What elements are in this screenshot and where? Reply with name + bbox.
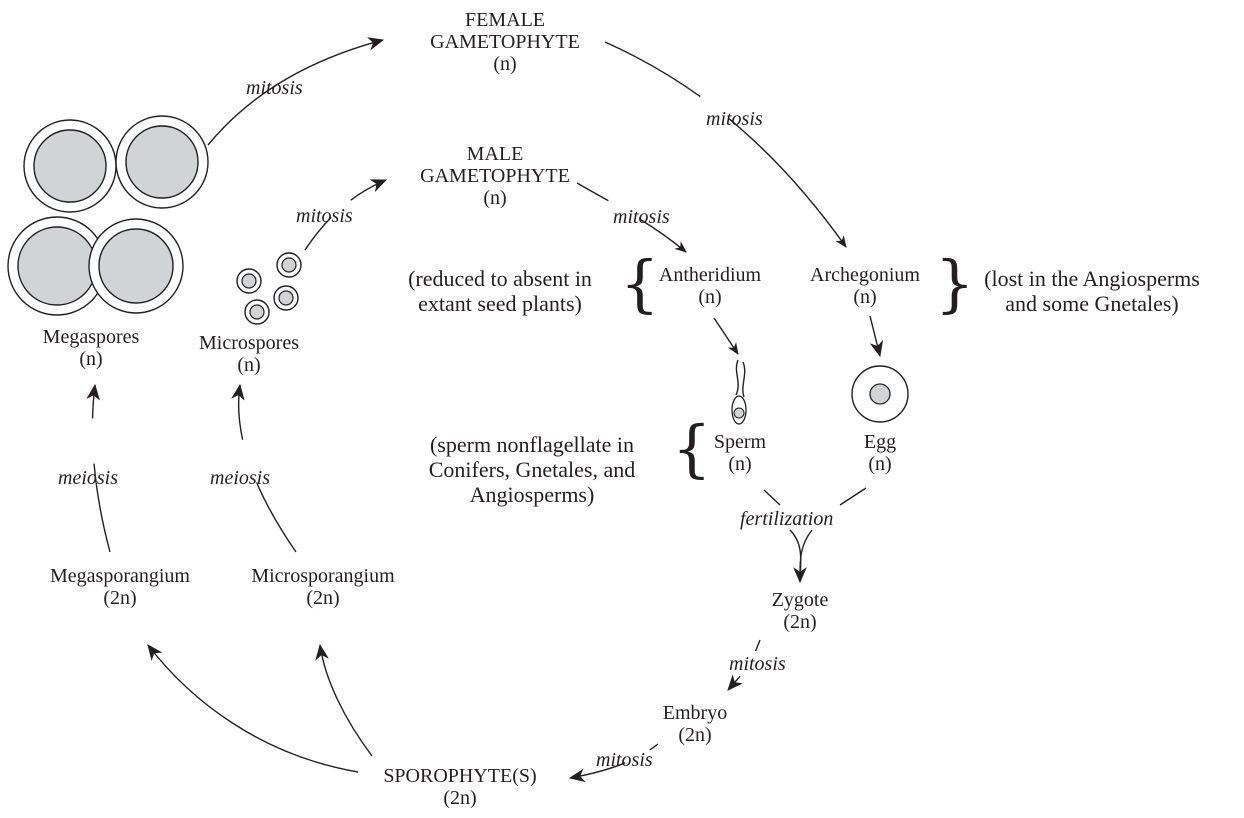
arrow-sporophyte-to-megasporangium [147,644,359,773]
microspores-label: Microspores (n) [199,332,299,376]
male-gametophyte-label: MALE GAMETOPHYTE (n) [420,143,570,209]
meiosis-label-microsporangium: meiosis [210,467,270,489]
sporophyte-label: SPOROPHYTE(S) (2n) [383,765,537,809]
archegonium-note-brace: } [935,247,975,320]
cycle-arrows [86,37,884,783]
female-gametophyte-label: FEMALE GAMETOPHYTE (n) [430,9,580,75]
arrow-embryo-to-sporophyte [568,743,659,783]
megasporangium-label: Megasporangium (2n) [50,565,190,609]
egg-label: Egg (n) [863,431,897,475]
mitosis-label-microspores: mitosis [296,205,353,227]
mitosis-label-embryo: mitosis [596,749,653,771]
arrow-microspores-to-male-gametophyte [304,179,388,251]
zygote-label: Zygote (2n) [771,589,829,633]
mitosis-label-male-gametophyte: mitosis [613,206,670,228]
arrow-megaspores-to-female-gametophyte [207,37,385,146]
sperm-note: (sperm nonflagellate in Conifers, Gnetal… [428,432,636,507]
antheridium-note: (reduced to absent in extant seed plants… [408,266,592,316]
fertilization-line-sperm [763,489,781,506]
arrow-female-gametophyte-to-archegonium [604,41,847,248]
embryo-label: Embryo (2n) [662,702,728,746]
megaspores-label: Megaspores (n) [42,326,140,370]
arrow-megasporangium-to-megaspores [86,383,111,553]
megaspore-tetrad [7,115,209,316]
archegonium-label: Archegonium (n) [810,264,920,308]
arrow-sporophyte-to-microsporangium [315,643,373,757]
fertilization-line-egg [839,487,867,506]
fertilization-label: fertilization [740,508,834,530]
archegonium-note: (lost in the Angiosperms and some Gnetal… [984,266,1200,316]
arrow-antheridium-to-sperm [713,317,739,355]
egg-cell-drawing [851,365,909,423]
mitosis-label-zygote: mitosis [729,653,786,675]
arrow-zygote-to-embryo [727,639,761,691]
meiosis-label-megasporangium: meiosis [58,467,118,489]
arrow-microsporangium-to-microspores [231,383,297,553]
antheridium-note-brace: { [620,247,660,320]
arrow-archegonium-to-egg [869,315,884,358]
arrow-fertilization-to-zygote [789,529,807,584]
antheridium-label: Antheridium (n) [658,264,762,308]
microsporangium-label: Microsporangium (2n) [251,565,395,609]
mitosis-label-megaspores: mitosis [246,77,303,99]
sperm-label: Sperm (n) [713,431,767,475]
microspore-tetrad [236,252,302,325]
sperm-cell-drawing [731,359,747,425]
arrow-male-gametophyte-to-antheridium [576,182,687,253]
mitosis-label-female-gametophyte: mitosis [706,108,763,130]
sperm-note-brace: { [672,412,712,485]
